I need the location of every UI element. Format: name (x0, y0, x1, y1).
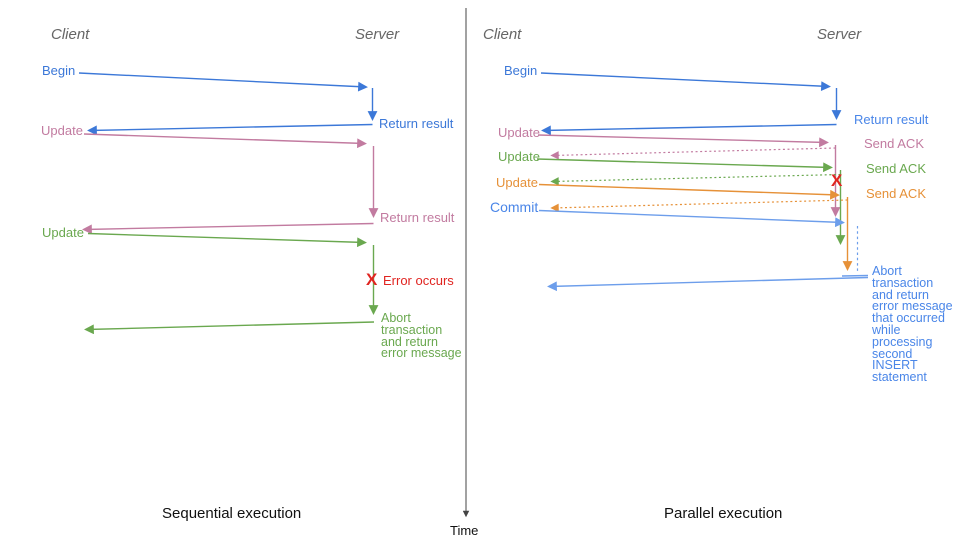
right-begin-arrow (540, 72, 831, 92)
left-update-1-arrow (83, 133, 367, 149)
right-commit-arrow (538, 209, 845, 228)
right-client-header: Client (483, 26, 522, 43)
left-return-result-2-label: Return result (380, 210, 455, 225)
left-return-result-2-arrow (82, 222, 374, 235)
time-axis-label: Time (450, 523, 479, 538)
left-client-header: Client (51, 26, 90, 43)
left-begin-label: Begin (42, 63, 76, 78)
right-error-x-icon: X (831, 171, 843, 190)
left-update-2-arrow (87, 232, 367, 248)
right-update-3-arrow (538, 183, 840, 200)
right-send-ack-1-arrow (550, 147, 836, 160)
left-error-x-icon: X (366, 270, 378, 289)
right-return-result-label: Return result (854, 112, 929, 127)
left-update-1-label: Update (41, 123, 83, 138)
right-send-ack-2-label: Send ACK (866, 161, 926, 176)
left-return-result-1-label: Return result (379, 116, 454, 131)
left-abort-message: Abort transaction and return error messa… (381, 311, 462, 361)
right-return-result-arrow (541, 123, 837, 136)
right-abort-arrow (547, 276, 869, 292)
left-abort-arrow (84, 321, 375, 335)
right-server-end-tick (841, 274, 869, 277)
right-update-1-label: Update (498, 125, 540, 140)
left-return-result-1-arrow (87, 123, 373, 136)
right-send-ack-2-arrow (550, 173, 841, 186)
right-send-ack-1-label: Send ACK (864, 136, 924, 151)
left-error-label: Error occurs (383, 273, 454, 288)
left-caption: Sequential execution (162, 505, 302, 522)
right-send-ack-3-label: Send ACK (866, 186, 926, 201)
right-begin-label: Begin (504, 63, 538, 78)
right-caption: Parallel execution (664, 505, 783, 522)
left-begin-arrow (78, 72, 368, 92)
left-server-header: Server (355, 26, 400, 43)
right-update-3-label: Update (496, 175, 538, 190)
right-update-2-label: Update (498, 149, 540, 164)
left-update-2-label: Update (42, 225, 84, 240)
right-send-ack-3-arrow (550, 199, 848, 213)
right-update-2-arrow (536, 158, 833, 173)
right-update-1-arrow (537, 134, 829, 148)
right-server-header: Server (817, 26, 862, 43)
right-abort-message: Abort transaction and return error messa… (872, 264, 953, 385)
right-commit-label: Commit (490, 199, 539, 215)
